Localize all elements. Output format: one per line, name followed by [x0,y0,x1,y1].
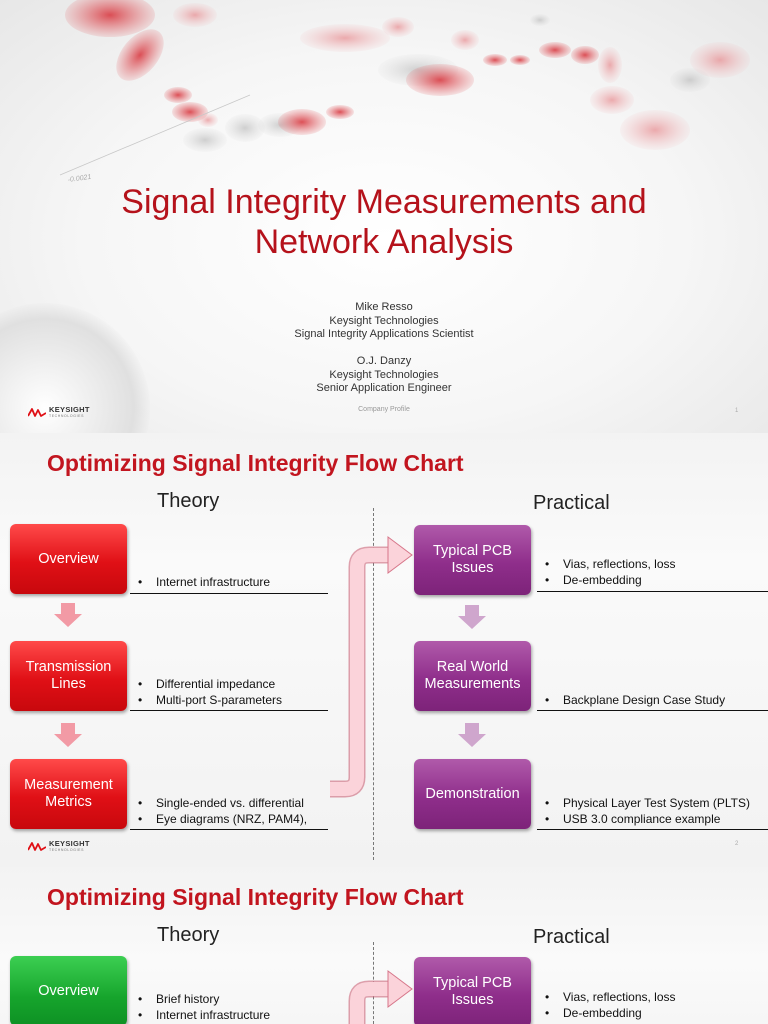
bullet-text: De-embedding [563,1005,642,1020]
slide-footer: Company Profile [358,406,410,413]
bullet-text: USB 3.0 compliance example [563,811,721,826]
bullet-text: Physical Layer Test System (PLTS) [563,796,750,810]
svg-text:-0.0021: -0.0021 [67,174,92,184]
bullet-text: Brief history [156,992,220,1006]
down-arrow-icon [458,605,486,629]
title-slide: -0.0021 Signal Integrity Measurements an… [0,0,768,433]
bullet-text: Single-ended vs. differential [156,796,304,810]
practical-box-real-world-measurements: Real World Measurements [414,641,531,711]
logo-brand: KEYSIGHT [49,839,90,848]
decorative-red-dots: -0.0021 [59,0,750,184]
practical-bullets-real-world: •Backplane Design Case Study [545,693,726,707]
bullet-text: Internet infrastructure [156,575,271,589]
theory-bullets-metrics: •Single-ended vs. differential •Eye diag… [138,796,308,826]
theory-bullets-overview: •Brief history •Internet infrastructure [138,992,271,1022]
down-arrow-icon [54,603,82,627]
practical-box-typical-pcb-issues: Typical PCB Issues [414,957,531,1024]
presenter-1-block: Mike Resso Keysight Technologies Signal … [234,301,534,342]
practical-bullets-demo: •Physical Layer Test System (PLTS) •USB … [545,796,750,826]
theory-to-practical-arrow [330,536,413,798]
slide-title: Optimizing Signal Integrity Flow Chart [47,450,464,476]
bullet-text: Vias, reflections, loss [563,990,676,1004]
theory-bullets-transmission: •Differential impedance •Multi-port S-pa… [138,677,283,707]
bullet-text: Differential impedance [156,677,276,691]
keysight-wave-icon [28,841,46,851]
presenter-1-role: Signal Integrity Applications Scientist [294,328,474,340]
logo-subtitle: TECHNOLOGIES [49,414,85,418]
theory-bullets-overview: •Internet infrastructure [138,575,271,589]
practical-box-typical-pcb-issues: Typical PCB Issues [414,525,531,595]
logo-subtitle: TECHNOLOGIES [49,848,85,852]
flow-chart-slide: Optimizing Signal Integrity Flow Chart T… [0,433,768,867]
practical-bullets-pcb: •Vias, reflections, loss •De-embedding [545,557,676,587]
keysight-logo: KEYSIGHT TECHNOLOGIES [28,840,90,853]
keysight-wave-icon [28,407,46,417]
flow-chart-slide-partial: Optimizing Signal Integrity Flow Chart T… [0,867,768,1024]
theory-box-transmission-lines: Transmission Lines [10,641,127,711]
down-arrow-icon [458,723,486,747]
bullet-text: Backplane Design Case Study [563,693,726,707]
keysight-logo: KEYSIGHT TECHNOLOGIES [28,406,90,419]
underline [537,829,768,830]
theory-box-measurement-metrics: Measurement Metrics [10,759,127,829]
page-number: 1 [735,408,739,414]
theory-box-overview: Overview [10,956,127,1024]
bullet-text: Multi-port S-parameters [156,692,283,707]
bullet-text: Vias, reflections, loss [563,557,676,571]
column-divider [373,508,374,860]
presenter-2-company: Keysight Technologies [329,368,439,381]
underline [537,591,768,592]
slide-title: Optimizing Signal Integrity Flow Chart [47,884,464,910]
bullet-text: Eye diagrams (NRZ, PAM4), [156,811,308,826]
presenter-1-name: Mike Resso [355,301,413,313]
practical-heading: Practical [533,926,610,948]
underline [130,710,328,711]
theory-heading: Theory [157,924,220,946]
theory-box-overview: Overview [10,524,127,594]
presenter-2-name: O.J. Danzy [356,355,412,367]
presenter-1-company: Keysight Technologies [329,314,439,327]
logo-brand: KEYSIGHT [49,405,90,414]
practical-box-demonstration: Demonstration [414,759,531,829]
practical-heading: Practical [533,492,610,514]
bullet-text: De-embedding [563,572,642,587]
theory-heading: Theory [157,490,220,512]
presentation-title: Signal Integrity Measurements and Networ… [121,183,647,261]
page-number: 2 [735,841,739,847]
down-arrow-icon [54,723,82,747]
practical-bullets-pcb: •Vias, reflections, loss •De-embedding [545,990,676,1020]
theory-to-practical-arrow [348,970,413,1024]
presenter-2-block: O.J. Danzy Keysight Technologies Senior … [234,355,534,396]
bullet-text: Internet infrastructure [156,1007,271,1022]
underline [537,710,768,711]
underline [130,593,328,594]
presenter-2-role: Senior Application Engineer [316,382,452,394]
underline [130,829,328,830]
